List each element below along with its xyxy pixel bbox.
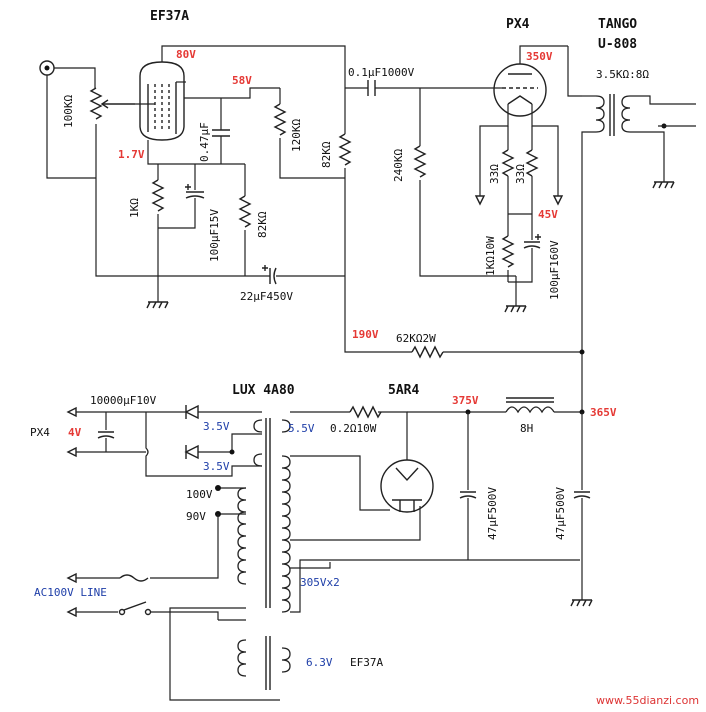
power-switch xyxy=(118,601,152,616)
winding-heater-tube: EF37A xyxy=(350,656,383,669)
winding-heater: 6.3V xyxy=(306,656,333,669)
cap-22-450 xyxy=(262,265,277,285)
res-33-b xyxy=(525,126,539,214)
cap-coupling xyxy=(367,80,376,96)
ot-brand: TANGO xyxy=(598,17,637,32)
ef37a-title: EF37A xyxy=(150,9,189,24)
watermark: www.55dianzi.com xyxy=(596,694,699,707)
res-1k xyxy=(151,179,165,212)
px4-title: PX4 xyxy=(506,17,530,32)
cap-047-label: 0.47μF xyxy=(198,122,211,162)
choke xyxy=(505,397,555,414)
winding-hv: 305Vx2 xyxy=(300,576,340,589)
rectifier-tube xyxy=(380,459,434,513)
res-02 xyxy=(349,405,382,419)
ac-line-label: AC100V LINE xyxy=(34,586,107,599)
input-jack xyxy=(39,60,55,76)
res-62k xyxy=(411,345,444,359)
ef37a-screen-voltage: 58V xyxy=(232,74,252,87)
cap-100-15-label: 100μF15V xyxy=(208,209,221,262)
ef37a-tube xyxy=(139,61,185,141)
res-1k-label: 1KΩ xyxy=(128,198,141,218)
cap-47-b xyxy=(573,491,591,499)
rect-title: 5AR4 xyxy=(388,383,419,398)
res-240k-label: 240KΩ xyxy=(392,149,405,182)
winding-3v5-a: 3.5V xyxy=(203,420,230,433)
px4-tube xyxy=(493,63,547,117)
diode-1 xyxy=(184,404,199,420)
winding-3v5-b: 3.5V xyxy=(203,460,230,473)
ground-ot xyxy=(652,181,675,189)
heater-px4-label: PX4 xyxy=(30,426,50,439)
res-1k-10w xyxy=(501,235,515,268)
px4-plate-voltage: 350V xyxy=(526,50,553,63)
res-240k xyxy=(413,145,427,178)
res-82k-b xyxy=(238,195,252,228)
res-82k-a-label: 82KΩ xyxy=(320,141,333,168)
choke-label: 8H xyxy=(520,422,533,435)
ef37a-cathode-voltage: 1.7V xyxy=(118,148,145,161)
fuse xyxy=(119,574,149,582)
volume-label: 100KΩ xyxy=(62,95,75,128)
cap-100-15 xyxy=(185,184,205,199)
res-33-b-label: 33Ω xyxy=(514,164,527,184)
cap-100-160 xyxy=(523,234,541,249)
cap-10000-label: 10000μF10V xyxy=(90,394,157,407)
res-02-label: 0.2Ω10W xyxy=(330,422,377,435)
b-plus-voltage: 365V xyxy=(590,406,617,419)
ot-ratio: 3.5KΩ:8Ω xyxy=(596,68,649,81)
res-1k-10w-label: 1KΩ10W xyxy=(484,236,497,276)
cap-047 xyxy=(212,129,230,137)
cap-47-b-label: 47μF500V xyxy=(554,487,567,540)
volume-pot xyxy=(89,87,135,178)
ground-pre xyxy=(146,301,169,309)
output-transformer xyxy=(595,94,631,136)
cap-10000 xyxy=(97,431,115,439)
diode-2 xyxy=(184,444,199,460)
res-120k-label: 120KΩ xyxy=(290,119,303,152)
ground-psu xyxy=(570,599,593,607)
tap-90v: 90V xyxy=(186,510,206,523)
res-33-a-label: 33Ω xyxy=(488,164,501,184)
cap-47-a-label: 47μF500V xyxy=(486,487,499,540)
res-120k xyxy=(273,103,287,136)
res-62k-label: 62KΩ2W xyxy=(396,332,436,345)
ground-px4 xyxy=(504,305,527,313)
ot-model: U-808 xyxy=(598,37,637,52)
b-plus-pre-voltage: 190V xyxy=(352,328,379,341)
tap-100v: 100V xyxy=(186,488,213,501)
power-transformer xyxy=(237,418,291,690)
res-33-a xyxy=(501,126,515,214)
cap-22-450-label: 22μF450V xyxy=(240,290,293,303)
px4-cathode-voltage: 45V xyxy=(538,208,558,221)
res-82k-a xyxy=(338,133,352,166)
heater-px4-voltage: 4V xyxy=(68,426,82,439)
cap-coupling-label: 0.1μF1000V xyxy=(348,66,415,79)
rect-out-voltage: 375V xyxy=(452,394,479,407)
cap-100-160-label: 100μF160V xyxy=(548,240,561,300)
cap-47-a xyxy=(459,491,477,499)
pt-model: LUX 4A80 xyxy=(232,383,295,398)
winding-5v5: 5.5V xyxy=(288,422,315,435)
res-82k-b-label: 82KΩ xyxy=(256,211,269,238)
ef37a-plate-voltage: 80V xyxy=(176,48,196,61)
